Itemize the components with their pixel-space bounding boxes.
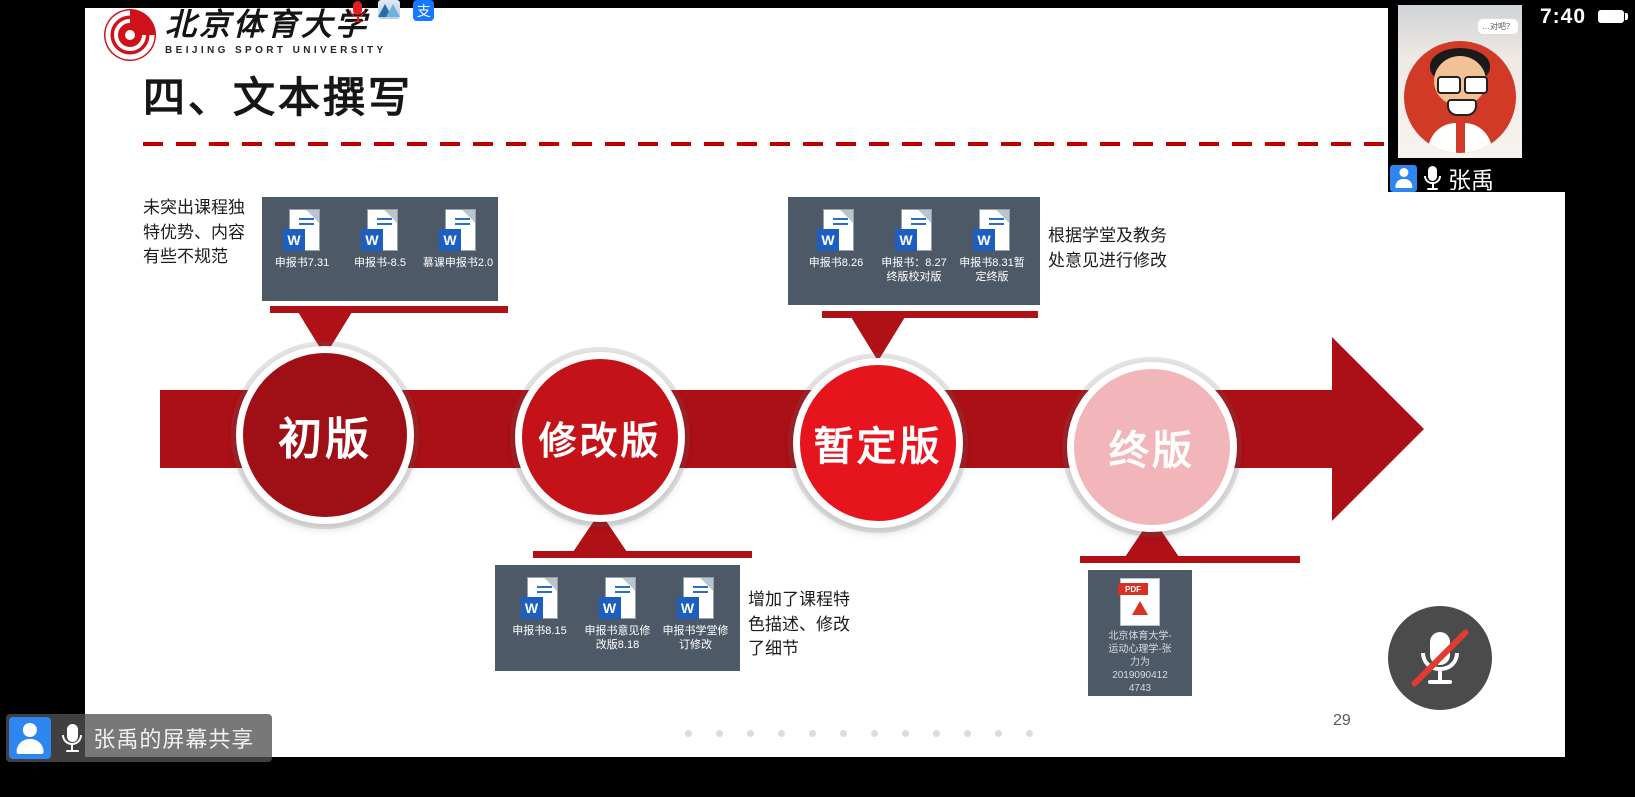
pointer-bar-revised (533, 551, 752, 558)
annotation-initial: 未突出课程独 特优势、内容 有些不规范 (143, 198, 245, 267)
doc-item: W 申报书8.26 (797, 209, 875, 271)
doc-item: W 申报书7.31 (263, 209, 341, 271)
stage-label: 暂定版 (813, 425, 943, 469)
title-dashed-divider (143, 142, 1398, 146)
participant-person-icon (1390, 164, 1417, 192)
word-file-icon: W (283, 209, 321, 253)
timeline-stage-tentative: 暂定版 (793, 358, 963, 528)
slide-progress-dots (685, 730, 1033, 737)
pdf-file-icon: PDF (1118, 578, 1160, 626)
doc-item: W 申报书-8.5 (341, 209, 419, 271)
doc-label: 申报书学堂修 订修改 (662, 625, 729, 651)
doc-item: W 申报书8.31暂 定终版 (953, 209, 1031, 285)
university-name-en: BEIJING SPORT UNIVERSITY (165, 45, 387, 57)
doc-label: 申报书7.31 (274, 257, 330, 269)
doc-label: 申报书意见修 改版8.18 (584, 625, 651, 651)
word-file-icon: W (598, 577, 637, 621)
sharer-mic-icon (62, 723, 83, 753)
pdf-doc-label: 北京体育大学- 运动心理学-张 力为 2019090412 4743 (1108, 631, 1172, 694)
sharer-person-icon (9, 717, 51, 759)
battery-icon (1598, 10, 1628, 23)
participant-name: 张禹 (1448, 167, 1494, 193)
app-icon[interactable] (378, 0, 401, 19)
pdf-doc-group-final: PDF 北京体育大学- 运动心理学-张 力为 2019090412 4743 (1088, 570, 1192, 696)
annotation-revised: 增加了课程特 色描述、修改 了细节 (748, 590, 850, 659)
doc-item: W 慕课申报书2.0 (419, 209, 497, 271)
timeline-stage-revised: 修改版 (515, 352, 685, 522)
stage-label: 修改版 (538, 420, 662, 463)
alipay-app-icon[interactable]: 支 (413, 0, 435, 21)
docs-group-tentative: W 申报书8.26 W 申报书：8.27 终版校对版 W 申报书8.31暂 定终… (788, 197, 1040, 305)
doc-item: W 申报书意见修 改版8.18 (579, 577, 657, 653)
pointer-bar-tentative (822, 311, 1038, 318)
doc-label: 申报书8.15 (512, 625, 567, 637)
participant-video-panel[interactable]: …对吧？ 张禹 (1388, 0, 1635, 195)
timeline-stage-final: 终版 (1067, 362, 1237, 532)
pointer-bar-initial (270, 306, 508, 313)
timeline-arrow-head (1332, 337, 1424, 521)
word-file-icon: W (361, 209, 399, 253)
doc-label: 申报书：8.27 终版校对版 (881, 257, 947, 283)
university-logo-swirl-icon (103, 8, 157, 67)
word-file-icon: W (817, 209, 855, 253)
status-notification-icons: 支 (350, 0, 435, 23)
participant-avatar (1404, 41, 1516, 153)
university-logo-text: 北京体育大学 BEIJING SPORT UNIVERSITY (165, 8, 387, 56)
word-file-icon: W (676, 577, 715, 621)
doc-item: W 申报书8.15 (501, 577, 579, 639)
screen-share-banner[interactable]: 张禹的屏幕共享 (6, 714, 273, 762)
recording-mic-icon (350, 1, 366, 23)
screen-share-label: 张禹的屏幕共享 (93, 727, 255, 752)
doc-label: 慕课申报书2.0 (422, 257, 494, 269)
stage-label: 终版 (1109, 429, 1195, 473)
status-clock: 7:40 (1540, 5, 1587, 28)
stage-label: 初版 (278, 415, 372, 464)
slide-title: 四、文本撰写 (143, 74, 414, 121)
docs-group-revised: W 申报书8.15 W 申报书意见修 改版8.18 W 申报书学堂修 订修改 (495, 565, 740, 671)
word-file-icon: W (439, 209, 477, 253)
word-file-icon: W (895, 209, 933, 253)
slide-page-number: 29 (1333, 712, 1351, 729)
university-logo: 北京体育大学 BEIJING SPORT UNIVERSITY (103, 8, 387, 67)
doc-item: W 申报书学堂修 订修改 (657, 577, 735, 653)
speech-bubble: …对吧？ (1477, 18, 1519, 35)
university-name-cn: 北京体育大学 (165, 7, 369, 43)
pointer-triangle-tentative (851, 317, 905, 361)
docs-group-initial: W 申报书7.31 W 申报书-8.5 W 慕课申报书2.0 (262, 197, 498, 301)
participant-name-row: 张禹 (1390, 161, 1494, 195)
mute-toggle-button[interactable] (1388, 606, 1492, 710)
timeline-stage-initial: 初版 (236, 346, 414, 524)
participant-mic-icon (1424, 166, 1441, 190)
presentation-slide: 北京体育大学 BEIJING SPORT UNIVERSITY 四、文本撰写 未… (85, 8, 1565, 757)
annotation-tentative: 根据学堂及教务 处意见进行修改 (1048, 226, 1167, 270)
doc-label: 申报书8.26 (808, 257, 864, 269)
participant-video[interactable]: …对吧？ (1398, 5, 1522, 158)
doc-label: 申报书-8.5 (354, 257, 406, 269)
pointer-bar-final (1080, 556, 1300, 563)
doc-item: W 申报书：8.27 终版校对版 (875, 209, 953, 285)
doc-label: 申报书8.31暂 定终版 (959, 257, 1025, 283)
word-file-icon: W (973, 209, 1011, 253)
word-file-icon: W (520, 577, 559, 621)
